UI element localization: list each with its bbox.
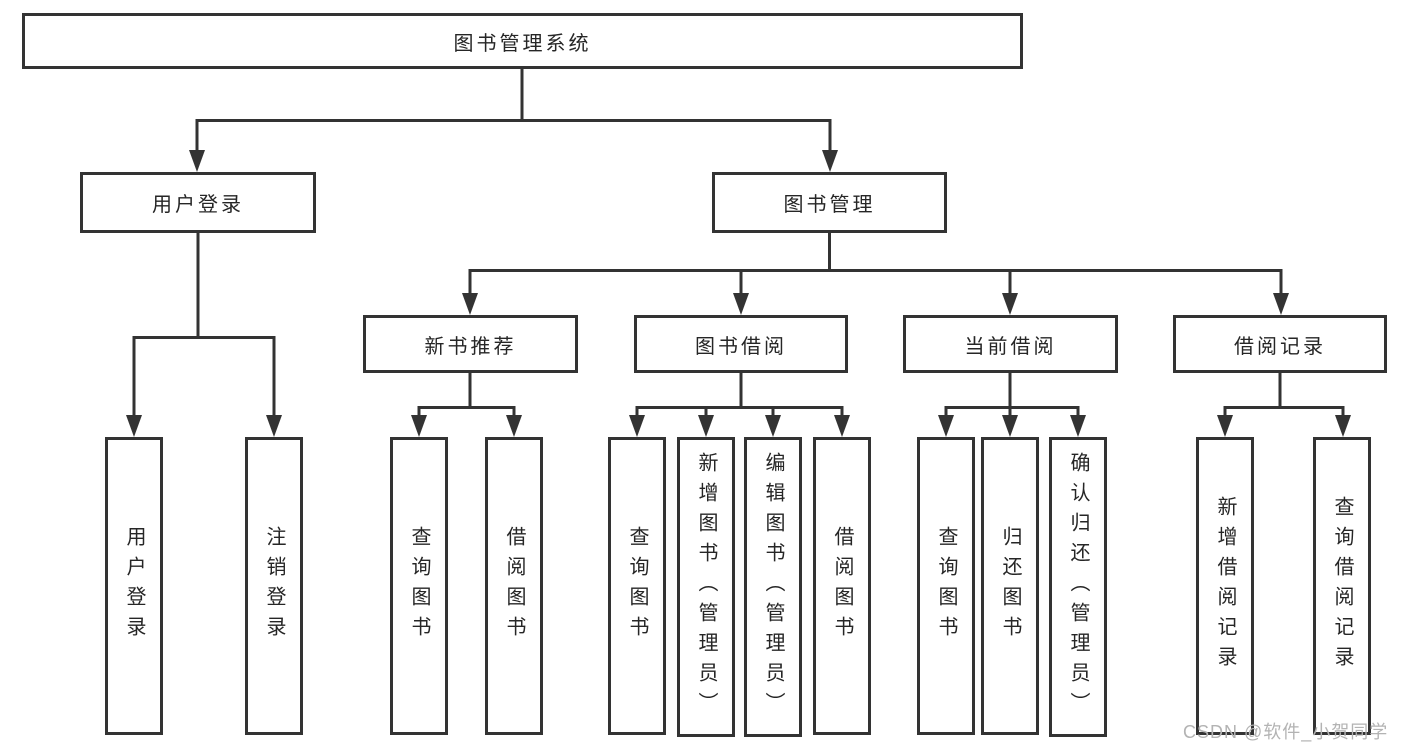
node-current-borrowing: 当前借阅 [903, 315, 1118, 373]
node-label: 借阅图书 [503, 526, 525, 646]
node-label: 新书推荐 [424, 335, 517, 358]
arrow-down-icon [629, 415, 645, 437]
leaf-user-login: 用户登录 [105, 437, 163, 735]
arrow-down-icon [1002, 293, 1018, 315]
node-label: 用户登录 [123, 526, 145, 646]
leaf-query-borrow-record: 查询借阅记录 [1313, 437, 1371, 735]
arrow-down-icon [1070, 415, 1086, 437]
node-label: 编辑图书（管理员） [762, 452, 784, 722]
arrow-down-icon [822, 150, 838, 172]
node-borrowing-records: 借阅记录 [1173, 315, 1387, 373]
node-label: 当前借阅 [964, 335, 1057, 358]
arrow-down-icon [411, 415, 427, 437]
arrow-down-icon [938, 415, 954, 437]
arrow-down-icon [1273, 293, 1289, 315]
arrowhead-icons [126, 150, 1351, 437]
leaf-query-books-borrow: 查询图书 [608, 437, 666, 735]
arrow-down-icon [1002, 415, 1018, 437]
arrow-down-icon [189, 150, 205, 172]
leaf-edit-books-admin: 编辑图书（管理员） [744, 437, 802, 737]
arrow-down-icon [506, 415, 522, 437]
arrow-down-icon [765, 415, 781, 437]
node-label: 查询图书 [626, 526, 648, 646]
node-label: 新增借阅记录 [1214, 496, 1236, 676]
leaf-add-books-admin: 新增图书（管理员） [677, 437, 735, 737]
node-book-borrowing: 图书借阅 [634, 315, 848, 373]
node-label: 用户登录 [152, 194, 244, 216]
csdn-watermark: CSDN @软件_小贺同学 [1183, 722, 1389, 742]
node-label: 新增图书（管理员） [695, 452, 717, 722]
node-label: 图书借阅 [695, 335, 787, 358]
arrow-down-icon [834, 415, 850, 437]
leaf-add-borrow-record: 新增借阅记录 [1196, 437, 1254, 735]
node-label: 查询图书 [408, 526, 430, 646]
leaf-borrow-books: 借阅图书 [813, 437, 871, 735]
node-label: 图书管理 [783, 194, 876, 216]
arrow-down-icon [126, 415, 142, 437]
node-label: 查询借阅记录 [1331, 496, 1353, 676]
node-label: 借阅记录 [1234, 335, 1326, 358]
leaf-query-books-current: 查询图书 [917, 437, 975, 735]
connector-lines [132, 66, 1345, 419]
leaf-return-books: 归还图书 [981, 437, 1039, 735]
leaf-query-books-recommend: 查询图书 [390, 437, 448, 735]
node-label: 借阅图书 [831, 526, 853, 646]
leaf-logout: 注销登录 [245, 437, 303, 735]
node-label: 查询图书 [935, 526, 957, 646]
arrow-down-icon [266, 415, 282, 437]
node-label: 图书管理系统 [453, 32, 592, 55]
arrow-down-icon [733, 293, 749, 315]
node-label: 归还图书 [999, 526, 1021, 646]
arrow-down-icon [462, 293, 478, 315]
arrow-down-icon [698, 415, 714, 437]
leaf-borrow-books-recommend: 借阅图书 [485, 437, 543, 735]
node-label: 注销登录 [263, 526, 285, 646]
node-library-management-system: 图书管理系统 [22, 13, 1023, 69]
leaf-confirm-return-admin: 确认归还（管理员） [1049, 437, 1107, 737]
node-book-management: 图书管理 [712, 172, 947, 233]
arrow-down-icon [1217, 415, 1233, 437]
node-label: 确认归还（管理员） [1067, 452, 1089, 722]
node-new-book-recommendation: 新书推荐 [363, 315, 578, 373]
node-user-login: 用户登录 [80, 172, 316, 233]
arrow-down-icon [1335, 415, 1351, 437]
